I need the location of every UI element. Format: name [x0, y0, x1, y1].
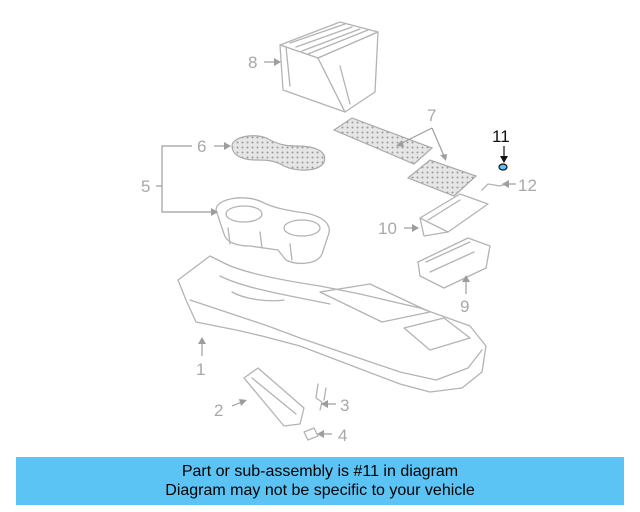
info-banner: Part or sub-assembly is #11 in diagram D…	[16, 457, 624, 505]
cupholder-mat-part-6	[231, 135, 326, 171]
banner-line-part-number: Part or sub-assembly is #11 in diagram	[181, 463, 459, 480]
callout-10: 10	[378, 219, 397, 238]
side-panel-part-2	[243, 367, 305, 427]
tray-part-9	[417, 237, 491, 289]
parts-diagram: 8 6 5 7 11 12 10 9 1 2 3 4	[141, 21, 537, 445]
lid-part-10	[419, 193, 489, 237]
screw-part-4	[303, 427, 319, 441]
callout-7: 7	[427, 106, 436, 125]
callout-6: 6	[197, 137, 206, 156]
cupholder-part-5	[215, 197, 330, 265]
storage-box-part-8	[279, 21, 379, 113]
callout-12: 12	[518, 176, 537, 195]
callout-8: 8	[248, 53, 257, 72]
wire-clip-part-3	[315, 383, 327, 411]
callout-labels: 8 6 5 7 11 12 10 9 1 2 3 4	[141, 53, 537, 445]
callout-9: 9	[460, 297, 469, 316]
clip-part-12	[481, 183, 507, 191]
callout-11: 11	[492, 127, 510, 146]
console-body-part-1	[177, 255, 487, 393]
callout-2: 2	[214, 401, 223, 420]
leader-lines	[156, 58, 516, 438]
mats-part-7	[332, 117, 478, 197]
callout-3: 3	[340, 396, 349, 415]
callout-5: 5	[141, 177, 150, 196]
callout-1: 1	[196, 360, 205, 379]
fastener-part-11	[498, 163, 508, 171]
callout-4: 4	[338, 426, 347, 445]
banner-line-disclaimer: Diagram may not be specific to your vehi…	[165, 482, 475, 499]
